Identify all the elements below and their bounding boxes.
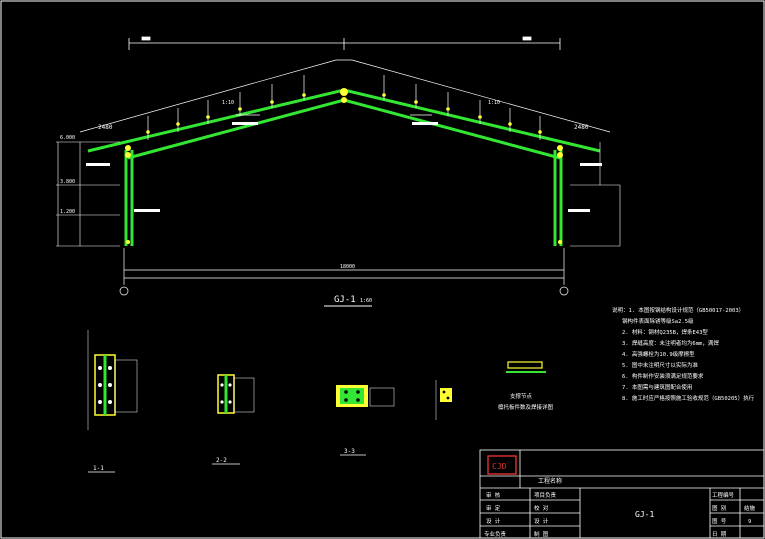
bottom-dimension: [119, 248, 569, 296]
svg-text:1-1: 1-1: [93, 465, 104, 472]
general-notes: 说明：1. 本图按钢结构设计规范（GB50017-2003） 钢构件表面除锈等级…: [612, 306, 755, 402]
purlin-support-detail: 支撑节点 檩托板件数及焊接详图: [498, 361, 554, 411]
roof-purlins: [79, 59, 611, 140]
tb-right-label-3: 图 号: [712, 517, 727, 525]
svg-text:4. 高强螺栓为10.9级摩擦型: 4. 高强螺栓为10.9级摩擦型: [622, 350, 695, 358]
tb-right-label-2: 图 别: [712, 504, 726, 512]
svg-text:8. 施工时应严格按照施工验收规范（GB50205）执行: 8. 施工时应严格按照施工验收规范（GB50205）执行: [622, 394, 755, 402]
tb-mid-3: 设 计: [534, 517, 549, 525]
tb-left-2: 审 定: [486, 504, 501, 512]
top-dimension: [128, 36, 561, 50]
drawing-title: GJ-1: [635, 510, 654, 519]
svg-text:5. 图中未注明尺寸以实际为准: 5. 图中未注明尺寸以实际为准: [622, 361, 698, 369]
tb-mid-4: 制 图: [534, 530, 549, 538]
tb-left-1: 审 核: [486, 491, 501, 499]
elev-2: 3.800: [60, 179, 75, 185]
svg-text:支撑节点: 支撑节点: [510, 392, 533, 400]
svg-text:2-2: 2-2: [216, 457, 227, 464]
section-2-2: 2-2: [212, 374, 255, 465]
pitch-right: 1:10: [488, 100, 500, 106]
portal-frame: [87, 88, 601, 246]
section-3-3: 3-3: [336, 385, 395, 456]
svg-text:3-3: 3-3: [344, 448, 355, 455]
tb-right-value-3: 9: [748, 519, 751, 525]
tb-right-value-2: 结施: [744, 504, 756, 512]
elev-3: 1.200: [60, 209, 75, 215]
frame-scale: 1:60: [360, 298, 372, 304]
frame-title: GJ-1: [334, 295, 356, 305]
title-block: [479, 449, 765, 539]
svg-text:说明：1. 本图按钢结构设计规范（GB50017-2003）: 说明：1. 本图按钢结构设计规范（GB50017-2003）: [612, 306, 744, 314]
dim-right-top: 2480: [574, 124, 589, 131]
company-logo: [487, 455, 517, 475]
tb-left-4: 专业负责: [484, 530, 507, 538]
tb-right-label-4: 日 期: [712, 531, 727, 538]
tb-mid-1: 项目负责: [534, 491, 557, 499]
elev-1: 6.000: [60, 135, 75, 141]
logo-text: CJD: [492, 462, 507, 471]
pitch-left: 1:10: [222, 100, 234, 106]
dim-bottom: 18000: [340, 264, 355, 270]
svg-text:2. 材料：钢材Q235B，焊条E43型: 2. 材料：钢材Q235B，焊条E43型: [622, 328, 708, 336]
svg-text:钢构件表面除锈等级Sa2.5级: 钢构件表面除锈等级Sa2.5级: [622, 317, 694, 325]
left-elevation-dims: [56, 141, 621, 247]
leader-labels: [86, 122, 602, 212]
svg-text:6. 构件制作安装须满足规范要求: 6. 构件制作安装须满足规范要求: [622, 372, 704, 380]
tb-mid-2: 校 对: [534, 504, 549, 512]
svg-text:7. 本图需与建筑图配合使用: 7. 本图需与建筑图配合使用: [622, 383, 692, 391]
svg-text:檩托板件数及焊接详图: 檩托板件数及焊接详图: [498, 403, 554, 411]
svg-text:3. 焊缝高度：未注明者均为6mm，满焊: 3. 焊缝高度：未注明者均为6mm，满焊: [622, 339, 719, 347]
section-1-1: 1-1: [87, 330, 138, 473]
tb-left-3: 设 计: [486, 517, 501, 525]
project-label: 工程名称: [538, 477, 562, 485]
tb-right-label-1: 工程编号: [712, 491, 735, 499]
dim-left-top: 2480: [98, 124, 113, 131]
purlin-nodes: [125, 88, 563, 244]
bolt-detail: [435, 380, 452, 420]
